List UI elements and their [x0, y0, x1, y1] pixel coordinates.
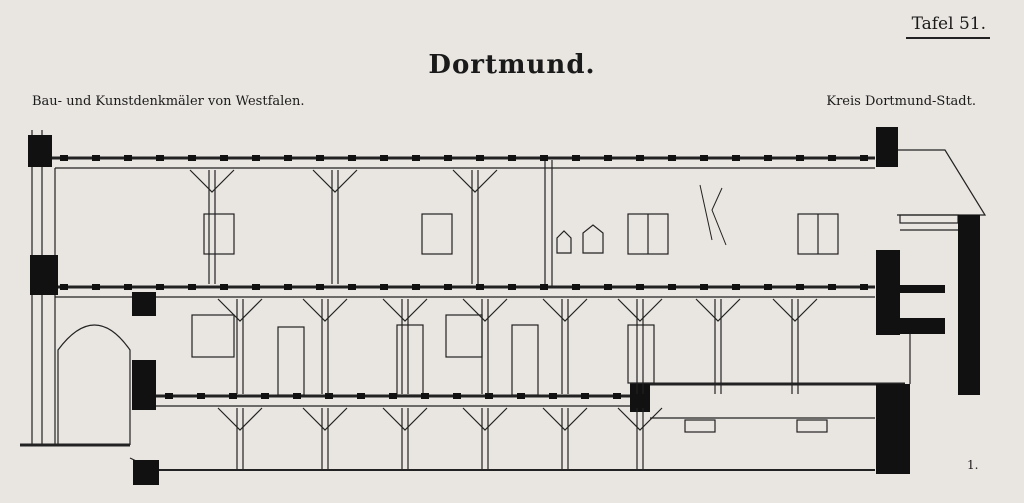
beam-end — [220, 284, 228, 290]
beam-end — [60, 155, 68, 161]
beam-end — [197, 393, 205, 399]
beam-end — [348, 284, 356, 290]
series-title: Bau- und Kunstdenkmäler von Westfalen. — [32, 94, 305, 109]
beam-end — [380, 155, 388, 161]
beam-end — [421, 393, 429, 399]
beam-end — [604, 284, 612, 290]
beam-end — [293, 393, 301, 399]
beam-end — [636, 155, 644, 161]
beam-end — [572, 284, 580, 290]
beam-end — [485, 393, 493, 399]
brace — [695, 298, 741, 322]
beam-end — [316, 155, 324, 161]
beam-end — [508, 284, 516, 290]
brace — [617, 407, 663, 431]
beam-end — [252, 155, 260, 161]
beam-end — [700, 284, 708, 290]
brace — [302, 298, 348, 322]
beam-end — [389, 393, 397, 399]
beam-end — [636, 284, 644, 290]
brace — [462, 298, 508, 322]
beam-end — [316, 284, 324, 290]
brace — [312, 169, 358, 193]
beam-end — [732, 284, 740, 290]
brace — [452, 169, 498, 193]
beam-end — [348, 155, 356, 161]
beam-end — [517, 393, 525, 399]
brace — [217, 298, 263, 322]
beam-end — [252, 284, 260, 290]
beam-end — [325, 393, 333, 399]
beam-end — [508, 155, 516, 161]
beam-end — [92, 284, 100, 290]
beam-end — [261, 393, 269, 399]
beam-end — [380, 284, 388, 290]
brace — [217, 407, 263, 431]
beam-end — [668, 155, 676, 161]
beam-end — [124, 155, 132, 161]
beam-end — [60, 284, 68, 290]
beam-end — [764, 155, 772, 161]
beam-end — [188, 284, 196, 290]
brace — [462, 407, 508, 431]
beam-end — [476, 155, 484, 161]
beam-end — [476, 284, 484, 290]
beam-end — [229, 393, 237, 399]
beam-end — [412, 284, 420, 290]
beam-end — [540, 155, 548, 161]
beam-end — [604, 155, 612, 161]
beam-end — [828, 155, 836, 161]
beam-end — [220, 155, 228, 161]
district-label: Kreis Dortmund-Stadt. — [826, 94, 976, 109]
beam-end — [453, 393, 461, 399]
brace — [542, 298, 588, 322]
page-title: Dortmund. — [428, 50, 596, 80]
plate-number: Tafel 51. — [905, 14, 990, 39]
beam-end — [156, 155, 164, 161]
brace — [302, 407, 348, 431]
beam-end — [581, 393, 589, 399]
brace — [382, 298, 428, 322]
beam-end — [796, 284, 804, 290]
beam-end — [828, 284, 836, 290]
beam-end — [444, 284, 452, 290]
beam-end — [572, 155, 580, 161]
beam-end — [796, 155, 804, 161]
beam-end — [668, 284, 676, 290]
beam-end — [124, 284, 132, 290]
beam-end — [540, 284, 548, 290]
beam-end — [284, 284, 292, 290]
beam-end — [860, 155, 868, 161]
beam-end — [732, 155, 740, 161]
beam-end — [357, 393, 365, 399]
beam-end — [92, 155, 100, 161]
beam-end — [444, 155, 452, 161]
beam-end — [764, 284, 772, 290]
brace — [617, 298, 663, 322]
beam-end — [860, 284, 868, 290]
beam-end — [549, 393, 557, 399]
brace — [772, 298, 818, 322]
beam-end — [165, 393, 173, 399]
beam-end — [613, 393, 621, 399]
beam-end — [284, 155, 292, 161]
beam-end — [412, 155, 420, 161]
beam-end — [188, 155, 196, 161]
figure-number: 1. — [967, 458, 979, 472]
beam-end — [156, 284, 164, 290]
brace — [542, 407, 588, 431]
brace — [189, 169, 235, 193]
beam-end — [700, 155, 708, 161]
brace — [382, 407, 428, 431]
